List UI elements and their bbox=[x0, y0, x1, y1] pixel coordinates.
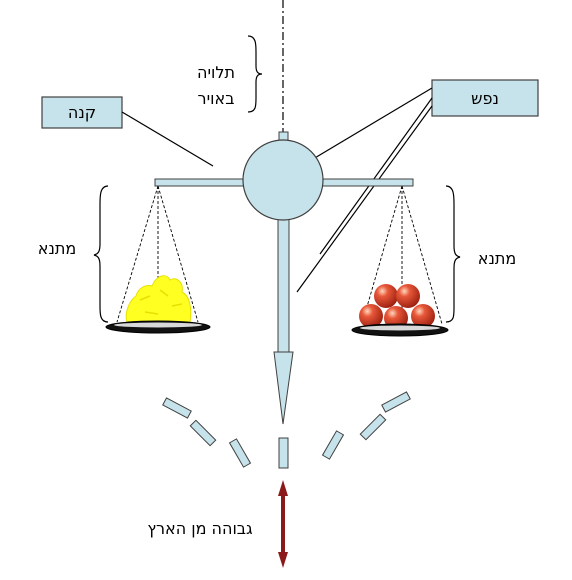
swing-tick-3 bbox=[228, 438, 252, 468]
height-label: גבוהה מן הארץ bbox=[147, 519, 253, 538]
left-matna-label: מתנא bbox=[38, 239, 76, 258]
kaneh-label-box bbox=[41, 96, 123, 129]
swing-tick-2 bbox=[189, 419, 217, 447]
swing-tick-5 bbox=[321, 430, 345, 460]
right-matna-brace bbox=[445, 185, 461, 323]
swing-tick-4 bbox=[278, 437, 289, 469]
balance-center-circle bbox=[242, 139, 324, 221]
swing-arc-ticks bbox=[162, 391, 411, 469]
apple-pile-icon bbox=[359, 284, 435, 330]
right-string-2 bbox=[401, 185, 443, 325]
nefesh-pointer-2 bbox=[319, 97, 433, 255]
left-pan-highlight bbox=[114, 322, 202, 328]
nefesh-label: נפש bbox=[471, 89, 499, 108]
left-string-1 bbox=[116, 185, 159, 323]
nefesh-pointer-3 bbox=[296, 105, 433, 293]
left-string-2 bbox=[157, 185, 199, 323]
left-matna-brace bbox=[93, 185, 109, 323]
swing-tick-6 bbox=[359, 413, 387, 441]
pointer-shaft bbox=[277, 213, 290, 353]
swing-tick-7 bbox=[381, 391, 411, 413]
swing-tick-1 bbox=[162, 397, 192, 419]
nefesh-pointer-1 bbox=[297, 87, 433, 169]
pointer-arrowhead bbox=[273, 351, 294, 425]
right-string-1 bbox=[361, 185, 403, 325]
suspended-label-line2: באויר bbox=[198, 89, 235, 108]
nefesh-label-box bbox=[431, 79, 539, 117]
height-double-arrow bbox=[278, 480, 288, 568]
suspended-brace bbox=[247, 35, 263, 113]
right-pan-highlight bbox=[360, 325, 440, 331]
suspended-label-line1: תלויה bbox=[197, 63, 235, 82]
gold-heap-icon bbox=[125, 275, 192, 328]
right-matna-label: מתנא bbox=[478, 249, 516, 268]
kaneh-label: קנה bbox=[68, 103, 96, 122]
kaneh-pointer bbox=[121, 111, 214, 167]
